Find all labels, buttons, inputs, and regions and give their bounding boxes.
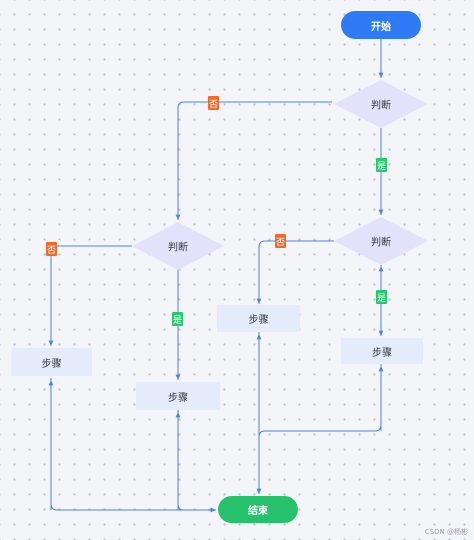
edge-label-yes-top: 是 [376, 158, 387, 172]
start-node[interactable]: 开始 [341, 11, 421, 39]
edge-decision-right-no [256, 240, 334, 304]
decision-diamond-top[interactable] [334, 80, 428, 128]
edge-label-no-top: 否 [208, 96, 219, 110]
edge-label-yes-right: 是 [376, 290, 387, 304]
step-node-left[interactable]: 步骤 [11, 348, 92, 376]
edge-label-no-right: 否 [275, 234, 286, 248]
step-node-right[interactable]: 步骤 [341, 338, 423, 364]
edge-step-center-left-to-end [177, 410, 216, 511]
edge-step-right-to-end [256, 364, 382, 494]
decision-diamond-middle-right[interactable] [334, 217, 428, 265]
decision-middle-right-label: 判断 [371, 237, 391, 249]
decision-diamond-left[interactable] [132, 222, 224, 270]
edge-label-yes-left: 是 [172, 312, 183, 326]
decision-top-label: 判断 [371, 100, 391, 112]
step-node-center[interactable]: 步骤 [217, 305, 300, 332]
decision-left-label: 判断 [168, 242, 188, 254]
step-node-center-left[interactable]: 步骤 [136, 382, 220, 410]
edge-label-no-left: 否 [46, 242, 57, 256]
edge-decision-left-no [48, 245, 132, 346]
edge-decision-top-no [175, 101, 332, 220]
end-node[interactable]: 结束 [218, 496, 298, 523]
watermark: CSDN @杨彬 [424, 528, 468, 536]
